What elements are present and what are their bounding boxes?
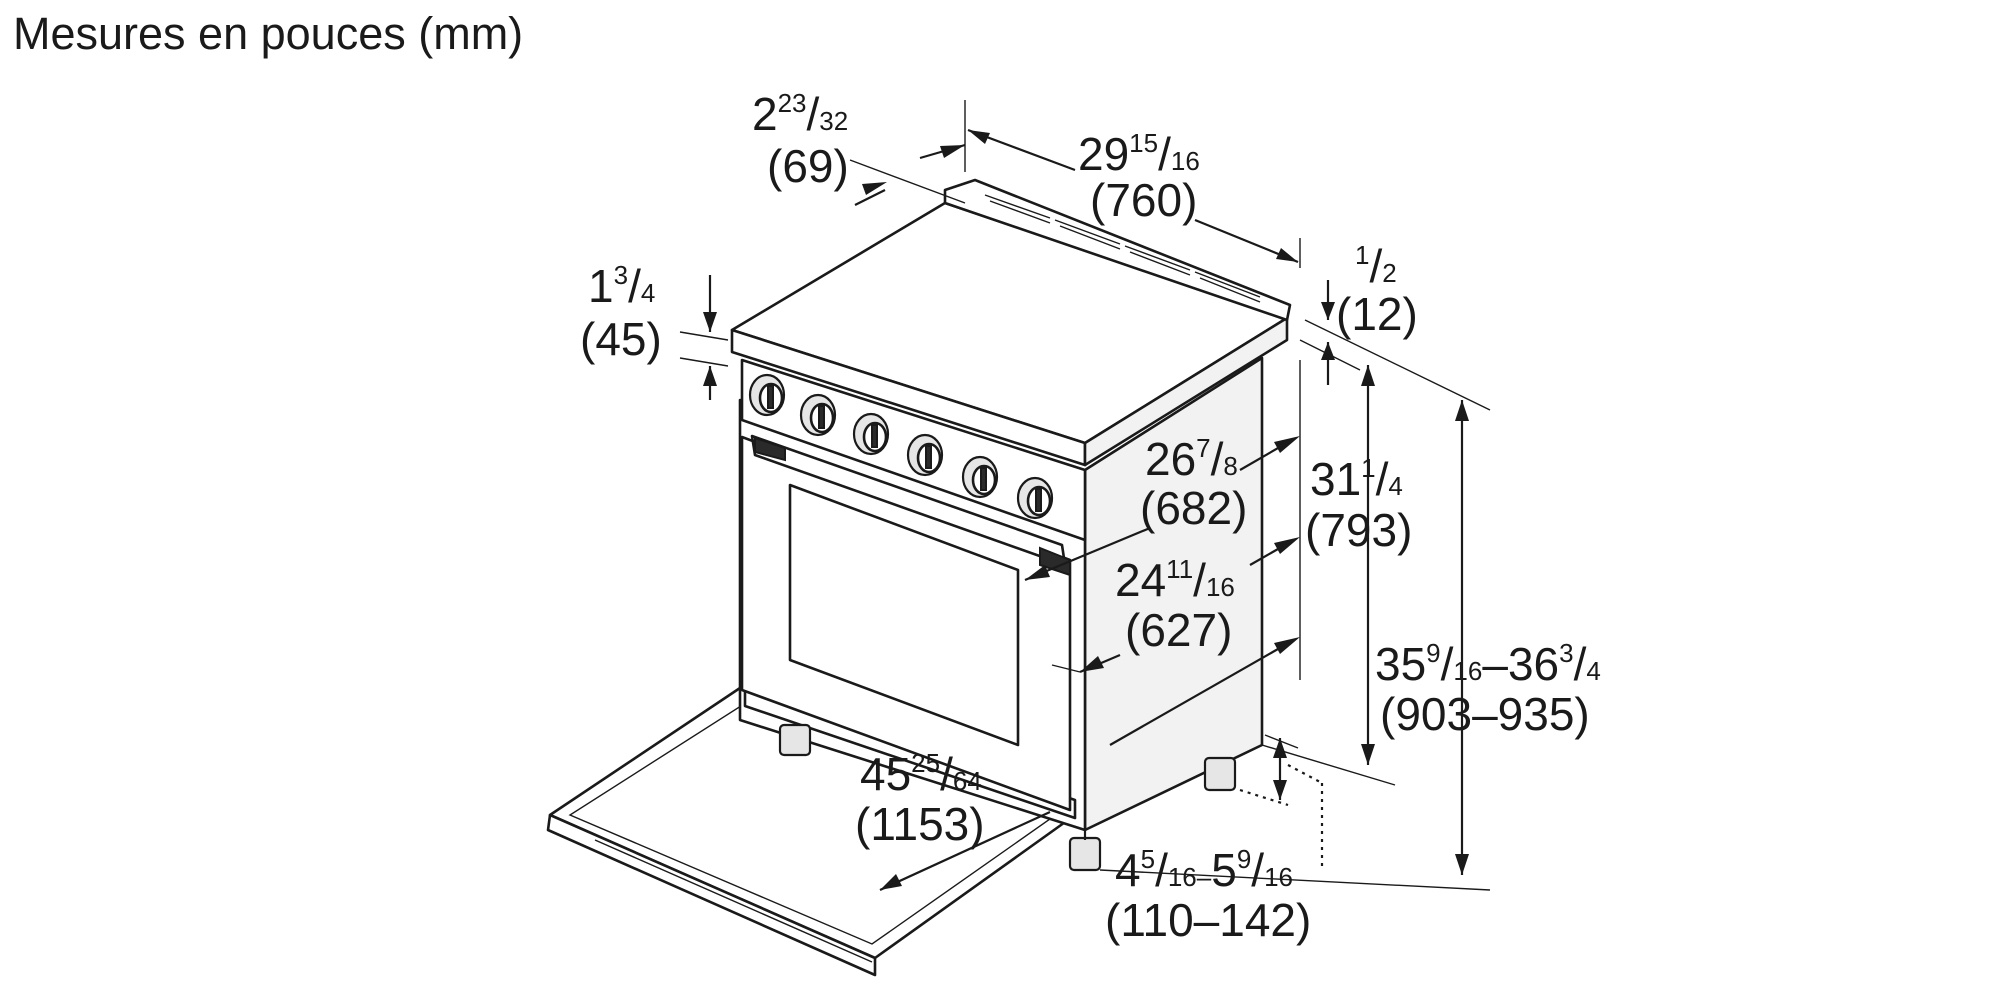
svg-text:2411/16: 2411/16 xyxy=(1115,554,1235,606)
dim-numerator: 15 xyxy=(1129,128,1158,158)
dim-whole: 26 xyxy=(1145,433,1196,485)
range-legs xyxy=(778,723,1237,872)
dim-denominator: 32 xyxy=(819,106,848,136)
dim-mm: (682) xyxy=(1140,482,1247,534)
dim-denominator: 16 xyxy=(1453,656,1482,686)
dim-numerator: 5 xyxy=(1141,844,1155,874)
knob-icon xyxy=(799,393,837,437)
dim-range-dash: – xyxy=(1482,638,1508,690)
dim-denominator: 16 xyxy=(1168,862,1197,892)
dim-door-open-depth: 4525/64 (1153) xyxy=(855,748,985,850)
dim-denominator: 16 xyxy=(1206,572,1235,602)
svg-text:45/16–59/16: 45/16–59/16 xyxy=(1115,844,1293,896)
range-illustration xyxy=(546,178,1292,977)
oven-window xyxy=(788,483,1020,747)
dim-depth-front: 2411/16 (627) xyxy=(1115,554,1235,656)
dim-numerator: 3 xyxy=(614,260,628,290)
dim-numerator: 25 xyxy=(911,748,940,778)
dim-mm: (903–935) xyxy=(1380,688,1590,740)
dim-whole: 35 xyxy=(1375,638,1426,690)
svg-text:359/16–363/4: 359/16–363/4 xyxy=(1375,638,1601,690)
knob-icon xyxy=(906,433,944,477)
dim-whole: 24 xyxy=(1115,554,1166,606)
knob-icon xyxy=(961,455,999,499)
dim-numerator: 3 xyxy=(1559,638,1573,668)
dim-numerator: 1 xyxy=(1361,453,1375,483)
dim-mm: (627) xyxy=(1125,604,1232,656)
dim-denominator: 4 xyxy=(1388,471,1402,501)
dim-mm: (12) xyxy=(1336,288,1418,340)
dim-denominator: 16 xyxy=(1171,146,1200,176)
dim-whole: 45 xyxy=(860,748,911,800)
svg-text:1/2: 1/2 xyxy=(1355,240,1397,292)
page-title: Mesures en pouces (mm) xyxy=(13,8,524,59)
svg-text:311/4: 311/4 xyxy=(1310,453,1403,505)
dim-numerator: 1 xyxy=(1355,240,1369,270)
dim-width: 2915/16 (760) xyxy=(1078,128,1200,226)
dim-whole: 1 xyxy=(588,260,614,312)
dim-mm: (1153) xyxy=(855,798,985,850)
dim-whole: 29 xyxy=(1078,128,1129,180)
svg-text:13/4: 13/4 xyxy=(588,260,655,312)
dim-range-dash: – xyxy=(1197,862,1212,892)
dim-depth-body: 267/8 (682) xyxy=(1140,433,1247,534)
dim-mm: (110–142) xyxy=(1105,894,1311,946)
dim-leg-height: 45/16–59/16 (110–142) xyxy=(1105,844,1311,946)
knob-icon xyxy=(852,412,890,456)
dim-height-body: 311/4 (793) xyxy=(1305,453,1412,556)
dim-denominator: 8 xyxy=(1223,451,1237,481)
dim-numerator: 9 xyxy=(1237,844,1251,874)
svg-text:223/32: 223/32 xyxy=(752,88,848,140)
dimension-lines xyxy=(679,100,1491,891)
oven-door-handle xyxy=(750,434,1071,577)
dim-whole: 31 xyxy=(1310,453,1361,505)
dim-backguard: 1/2 (12) xyxy=(1336,240,1418,340)
knob-icon xyxy=(1016,476,1054,520)
control-knobs xyxy=(748,373,1054,520)
dim-denominator: 16 xyxy=(1264,862,1293,892)
dim-numerator: 23 xyxy=(778,88,807,118)
knob-icon xyxy=(748,373,786,417)
dim-denominator: 4 xyxy=(641,278,655,308)
dim-whole: 5 xyxy=(1211,844,1237,896)
dim-numerator: 11 xyxy=(1166,554,1193,584)
dim-whole: 4 xyxy=(1115,844,1141,896)
dim-whole: 2 xyxy=(752,88,778,140)
dim-numerator: 7 xyxy=(1196,433,1210,463)
dim-mm: (760) xyxy=(1090,174,1197,226)
dim-denominator: 64 xyxy=(953,766,982,796)
cooktop-side-edge xyxy=(1083,316,1289,467)
dim-rear-offset: 223/32 (69) xyxy=(752,88,849,192)
dim-whole: 36 xyxy=(1508,638,1559,690)
dim-denominator: 2 xyxy=(1382,258,1396,288)
dim-mm: (45) xyxy=(580,313,662,365)
svg-text:2915/16: 2915/16 xyxy=(1078,128,1200,180)
backguard xyxy=(943,178,1292,322)
dim-total-height: 359/16–363/4 (903–935) xyxy=(1375,638,1601,740)
dim-mm: (793) xyxy=(1305,504,1412,556)
dim-numerator: 9 xyxy=(1426,638,1440,668)
dim-mm: (69) xyxy=(767,140,849,192)
svg-text:4525/64: 4525/64 xyxy=(860,748,982,800)
svg-text:267/8: 267/8 xyxy=(1145,433,1238,485)
dim-denominator: 4 xyxy=(1586,656,1600,686)
dim-top-thickness: 13/4 (45) xyxy=(580,260,662,365)
